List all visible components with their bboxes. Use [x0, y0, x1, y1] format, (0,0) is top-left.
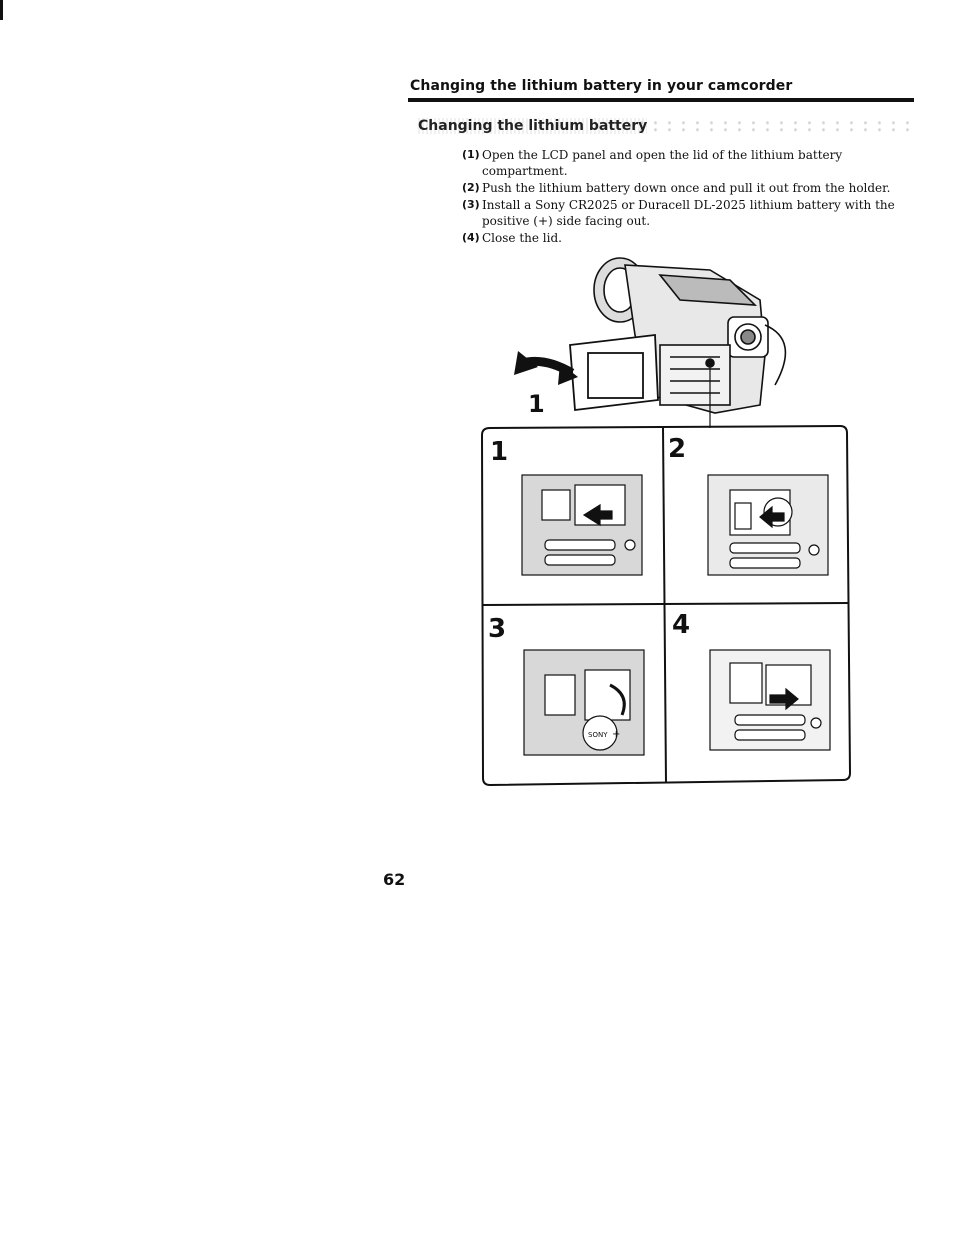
- step-text: Close the lid.: [482, 231, 562, 245]
- panel-label: 3: [488, 614, 506, 644]
- subheading: Changing the lithium battery: [418, 118, 648, 134]
- panel-label: 2: [668, 434, 686, 464]
- step-number: (4): [462, 231, 480, 244]
- step-number: (2): [462, 181, 480, 194]
- step-number: (3): [462, 198, 480, 211]
- section-title: Changing the lithium battery in your cam…: [410, 78, 793, 94]
- battery-replacement-illustration: 1 1 2 SONY + 3: [480, 257, 852, 787]
- step-item: (4) Close the lid.: [462, 230, 922, 246]
- panel-2-illustration: [707, 474, 829, 576]
- camcorder-illustration: [593, 257, 787, 414]
- scan-noise: [640, 120, 910, 134]
- panel-3-illustration: SONY +: [523, 649, 645, 756]
- step-item: (3) Install a Sony CR2025 or Duracell DL…: [462, 197, 922, 229]
- curved-arrow-icon: [514, 351, 578, 385]
- battery-label: SONY: [588, 731, 608, 739]
- panel-1-illustration: [521, 474, 643, 576]
- step-text: Push the lithium battery down once and p…: [482, 181, 891, 195]
- step-item: (2) Push the lithium battery down once a…: [462, 180, 922, 196]
- step-text: Install a Sony CR2025 or Duracell DL-202…: [482, 198, 895, 228]
- step-list: (1) Open the LCD panel and open the lid …: [462, 147, 922, 247]
- panel-label: 4: [672, 610, 690, 640]
- lcd-panel-illustration: [569, 333, 659, 412]
- panel-4-illustration: [709, 649, 831, 751]
- step-item: (1) Open the LCD panel and open the lid …: [462, 147, 922, 179]
- scan-edge-mark: [0, 0, 3, 20]
- step-panel-frame: [480, 424, 852, 787]
- step-number: (1): [462, 148, 480, 161]
- callout-label: 1: [528, 390, 545, 418]
- battery-plus-sign: +: [612, 729, 620, 740]
- panel-label: 1: [490, 437, 508, 467]
- page-number: 62: [383, 870, 406, 889]
- step-text: Open the LCD panel and open the lid of t…: [482, 148, 843, 178]
- title-rule: [408, 98, 914, 102]
